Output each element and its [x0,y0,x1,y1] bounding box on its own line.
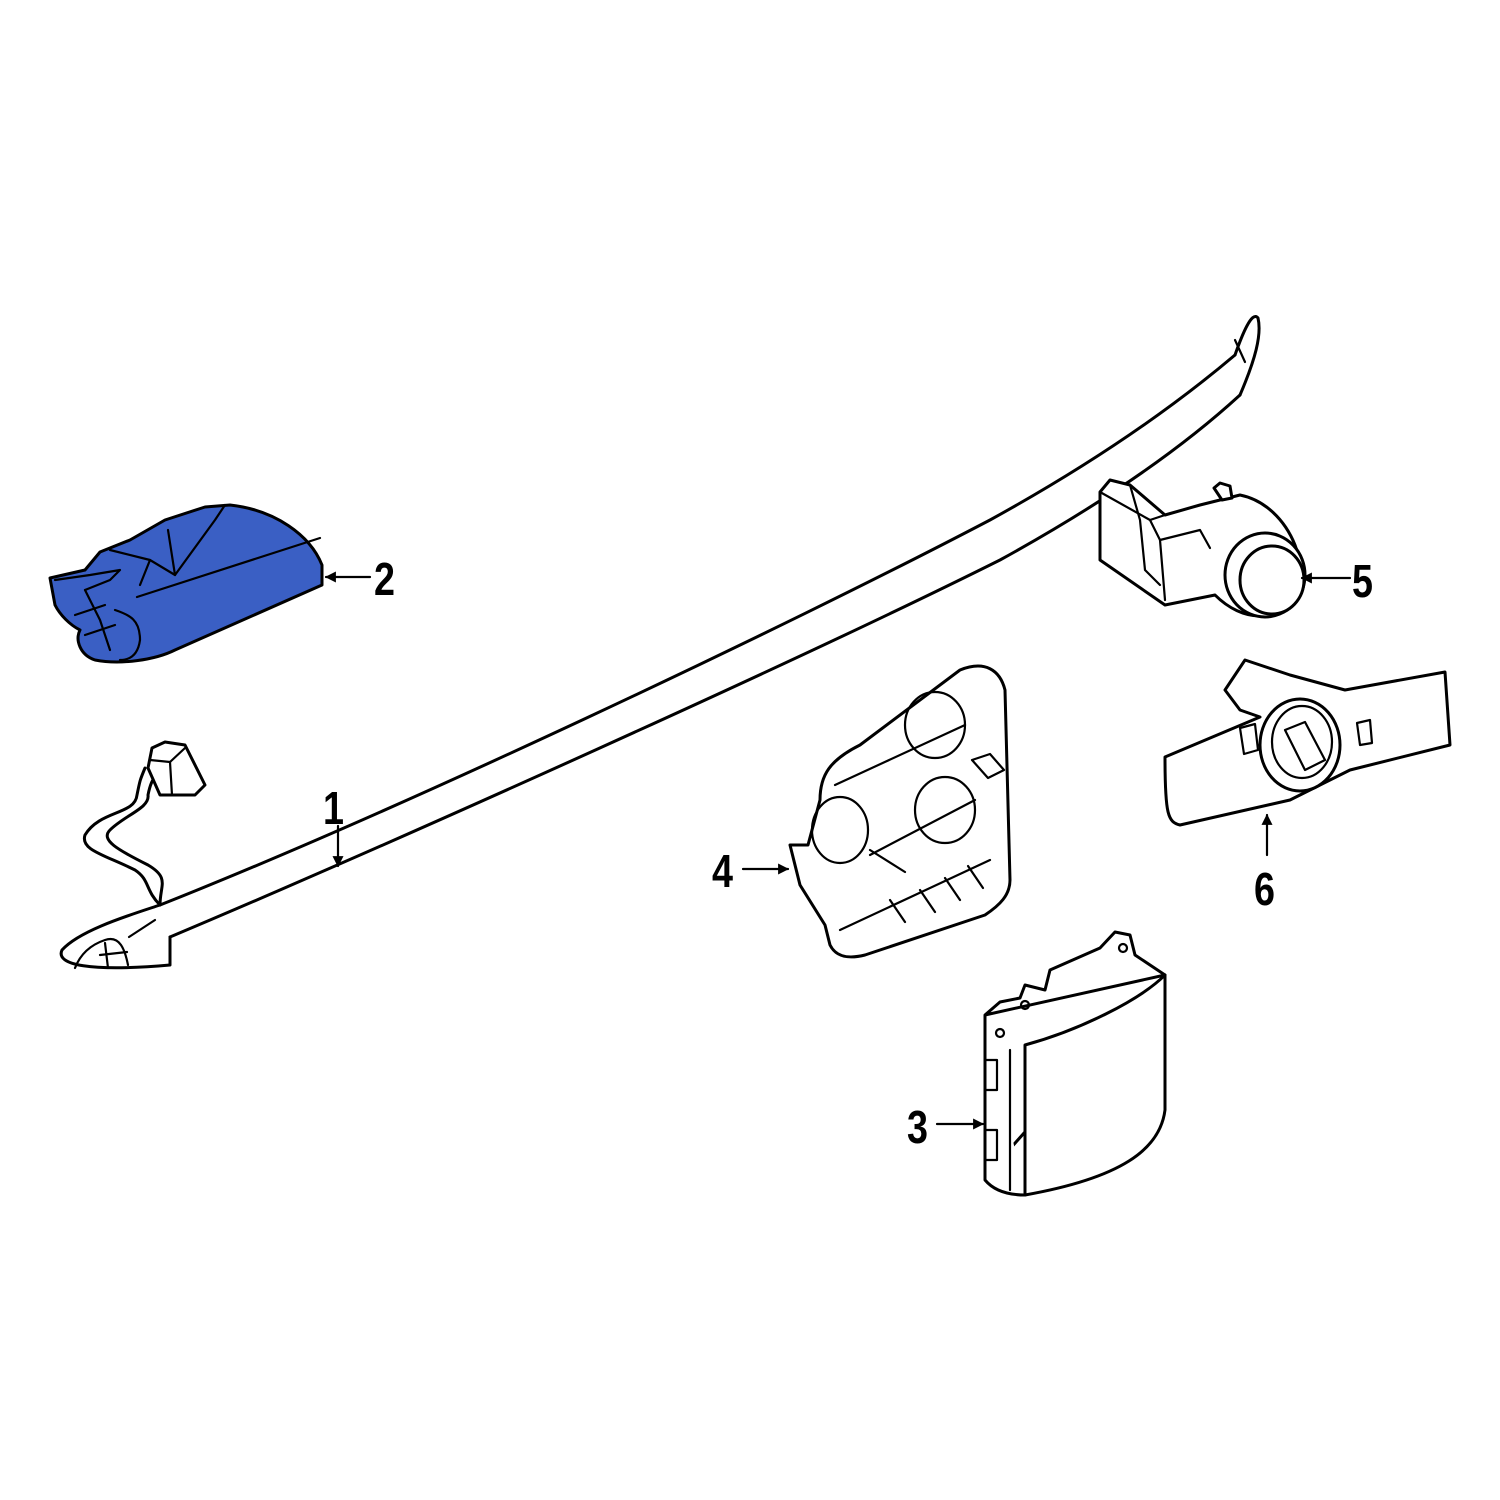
callout-6: 6 [1254,863,1275,915]
part-1-harness[interactable] [59,314,1261,970]
part-4-bracket[interactable] [788,664,1012,959]
callout-2: 2 [374,553,395,605]
callout-leaders [324,571,1352,1130]
callout-3: 3 [907,1101,928,1153]
part-5-sensor[interactable] [1098,478,1307,619]
callout-5: 5 [1352,555,1373,607]
callout-4: 4 [712,845,733,897]
callout-1: 1 [323,782,344,834]
part-2-cover[interactable] [48,503,324,664]
part-3-module[interactable] [983,930,1167,1197]
part-6-retainer[interactable] [1163,658,1452,827]
